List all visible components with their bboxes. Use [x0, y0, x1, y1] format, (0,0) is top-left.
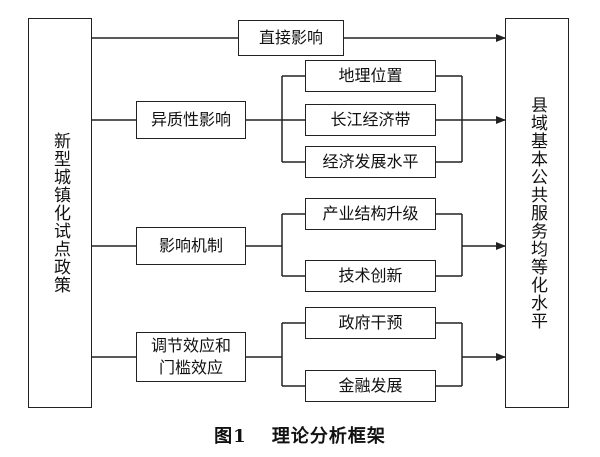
item-yangtze-economic-belt: 长江经济带: [305, 104, 436, 136]
mechanism-node: 影响机制: [136, 227, 246, 265]
item-industrial-upgrading: 产业结构升级: [305, 198, 436, 230]
item-geographic-location: 地理位置: [305, 60, 436, 92]
heterogeneity-node: 异质性影响: [136, 101, 246, 139]
item-economic-development-level: 经济发展水平: [305, 146, 436, 178]
policy-node: 新型城镇化试点政策: [28, 18, 92, 408]
figure-number: 图1: [214, 426, 247, 447]
direct-effect-node: 直接影响: [238, 20, 344, 56]
figure-caption: 图1 理论分析框架: [0, 422, 600, 448]
figure-title: 理论分析框架: [271, 426, 386, 447]
outcome-node: 县域基本公共服务均等化水平: [505, 18, 569, 408]
item-government-intervention: 政府干预: [305, 307, 436, 339]
item-financial-development: 金融发展: [305, 370, 436, 402]
item-technological-innovation: 技术创新: [305, 260, 436, 292]
moderation-threshold-node: 调节效应和门槛效应: [136, 332, 246, 382]
